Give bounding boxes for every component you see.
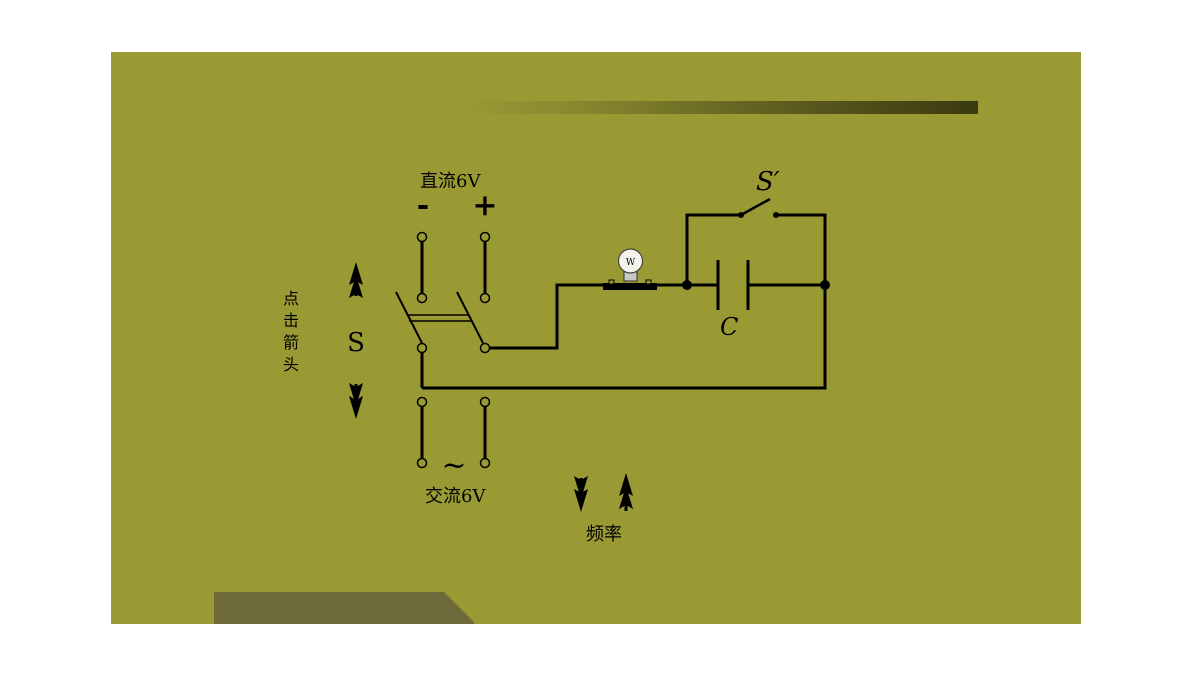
- double-pole-switch[interactable]: [395, 291, 484, 344]
- switch-label: S: [347, 328, 365, 358]
- capacitor-label: C: [720, 313, 738, 341]
- ac-terminal-circles: [416, 342, 491, 469]
- switch-s-prime[interactable]: [738, 197, 779, 218]
- hint-char: 头: [283, 355, 299, 374]
- down-arrow-icon[interactable]: [349, 383, 363, 419]
- switch2-label: S′: [756, 167, 780, 197]
- capacitor: [716, 260, 750, 310]
- ac-terminals: [420, 407, 487, 459]
- hint-text: 点 击 箭 头: [283, 289, 299, 374]
- dc-plus-label: +: [472, 188, 497, 223]
- up-arrow-icon[interactable]: [349, 262, 363, 298]
- slide: [111, 52, 1081, 624]
- junction-dots: [682, 280, 830, 290]
- accent-bar: [461, 101, 978, 114]
- bulb-icon: [603, 248, 657, 290]
- frequency-down-arrow-icon[interactable]: [574, 476, 588, 512]
- dc-minus-label: -: [417, 188, 429, 223]
- ac-symbol: ~: [441, 448, 466, 483]
- bulb-mark: W: [626, 258, 636, 268]
- frequency-label: 频率: [586, 524, 622, 545]
- dc-terminals: [420, 242, 487, 294]
- bottom-tab: [214, 592, 474, 624]
- hint-char: 箭: [283, 333, 299, 352]
- hint-char: 点: [283, 289, 299, 308]
- terminal-circles: [416, 231, 491, 304]
- hint-char: 击: [283, 311, 299, 330]
- ac-label: 交流6V: [425, 486, 486, 507]
- frequency-up-arrow-icon[interactable]: [619, 473, 633, 511]
- dc-label: 直流6V: [420, 171, 481, 192]
